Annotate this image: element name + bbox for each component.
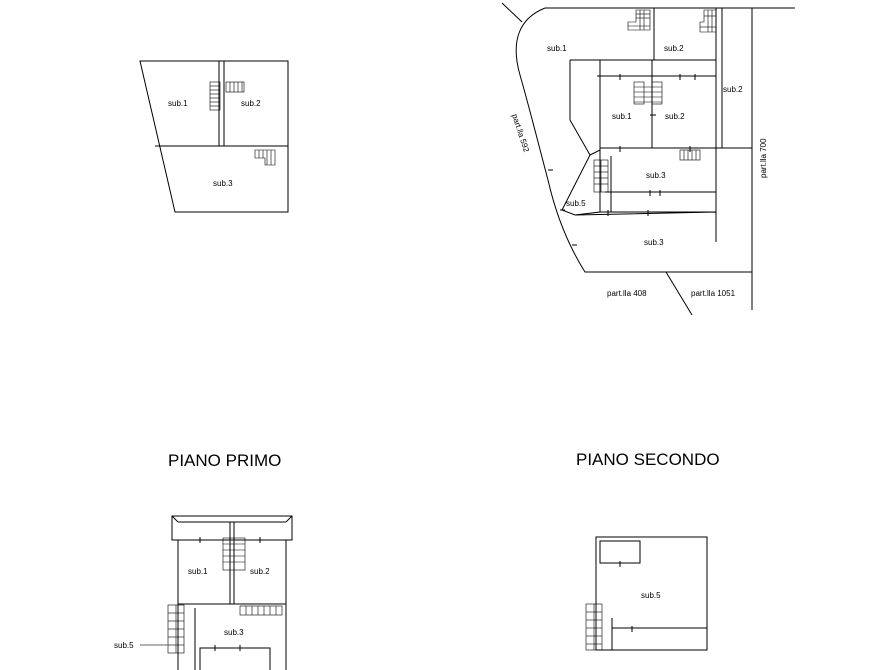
plan-b-label-parcel-592: part.lla 592 — [510, 113, 531, 154]
plan-b-staircase-top — [627, 9, 651, 31]
plan-b-sub3-lower — [574, 211, 717, 242]
plan-a-outline — [139, 60, 289, 213]
plan-c-staircase-sub5 — [167, 604, 185, 654]
plan-c-tick-marks — [199, 537, 261, 651]
plan-d-inner-box — [599, 540, 641, 564]
plan-b-wall — [569, 119, 591, 156]
plan-c-label-sub5: sub.5 — [114, 641, 134, 650]
plan-b-label-sub3-lower: sub.3 — [644, 238, 664, 247]
plan-c-label-sub3: sub.3 — [224, 628, 244, 637]
plan-a-staircase-small — [254, 149, 276, 166]
plan-b-label-sub2-top: sub.2 — [664, 44, 684, 53]
plan-b: sub.1 sub.2 sub.2 sub.1 sub.2 sub.3 sub.… — [501, 2, 795, 316]
plan-b-label-sub3-upper: sub.3 — [646, 171, 666, 180]
title-piano-secondo: PIANO SECONDO — [576, 450, 720, 469]
plan-c-label-sub2: sub.2 — [250, 567, 270, 576]
plan-b-sub3-box — [599, 148, 717, 213]
plan-b-road-line — [501, 2, 523, 23]
plan-b-label-sub5: sub.5 — [566, 199, 586, 208]
plan-c-label-sub1: sub.1 — [188, 567, 208, 576]
plan-b-staircase-top-right — [699, 9, 717, 33]
plan-d-staircase — [585, 603, 603, 651]
plan-a: sub.1 sub.2 sub.3 — [139, 60, 289, 213]
plan-a-label-sub1: sub.1 — [168, 99, 188, 108]
plan-d: sub.5 — [585, 536, 708, 651]
plan-b-label-parcel-1051: part.lla 1051 — [691, 289, 736, 298]
plan-b-label-parcel-700: part.lla 700 — [759, 138, 768, 178]
plan-b-parcel-line — [665, 271, 693, 316]
plan-b-staircase-sub5 — [593, 159, 609, 193]
plan-b-label-sub1: sub.1 — [612, 112, 632, 121]
plan-a-label-sub2: sub.2 — [241, 99, 261, 108]
plan-b-label-sub2: sub.2 — [665, 112, 685, 121]
plan-c-balcony — [199, 647, 271, 670]
plan-b-staircase-center — [633, 81, 663, 105]
plan-b-tick-marks — [548, 74, 696, 246]
plan-a-label-sub3: sub.3 — [213, 179, 233, 188]
plan-c-staircase-sub3 — [239, 605, 283, 616]
plan-d-outline — [595, 536, 708, 651]
plan-c: sub.1 sub.2 sub.3 sub.5 — [114, 515, 293, 670]
plan-d-tick-marks — [619, 561, 633, 632]
plan-b-sub5-area — [561, 149, 601, 216]
plan-b-label-parcel-408: part.lla 408 — [607, 289, 647, 298]
plan-c-roof-top — [171, 515, 293, 541]
plan-b-label-sub1-top: sub.1 — [547, 44, 567, 53]
title-piano-primo: PIANO PRIMO — [168, 451, 281, 470]
plan-b-boundary-curve — [515, 7, 752, 273]
plan-d-label-sub5: sub.5 — [641, 591, 661, 600]
plan-a-staircase — [209, 81, 245, 111]
plan-c-staircase — [222, 537, 246, 571]
plan-b-label-sub2-right: sub.2 — [723, 85, 743, 94]
